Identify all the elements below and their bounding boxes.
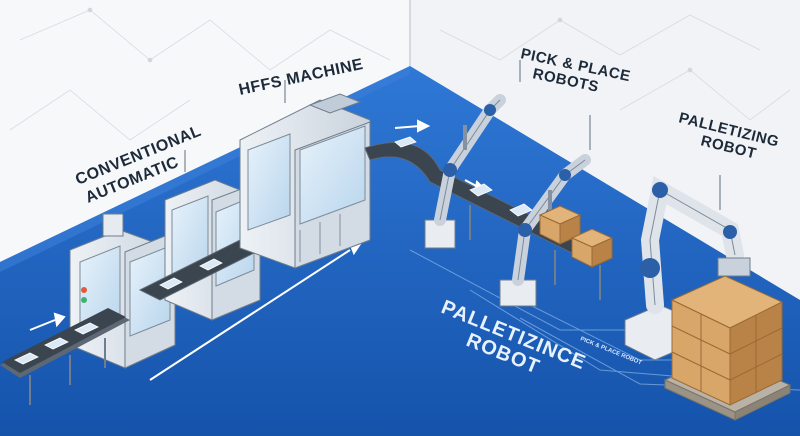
conveyor-belt-2	[138, 234, 272, 301]
hffs-machine	[239, 93, 371, 269]
right-arrow-icon	[394, 119, 431, 133]
pick-place-robot-1	[424, 94, 506, 249]
conveyor-belt-1	[0, 308, 130, 405]
callout-lines	[184, 60, 721, 210]
pick-place-robot-2	[499, 154, 591, 307]
pallet-box-stack	[663, 275, 792, 421]
cardboard-boxes-conveyor	[538, 205, 614, 268]
right-arrow-icon	[29, 312, 66, 331]
